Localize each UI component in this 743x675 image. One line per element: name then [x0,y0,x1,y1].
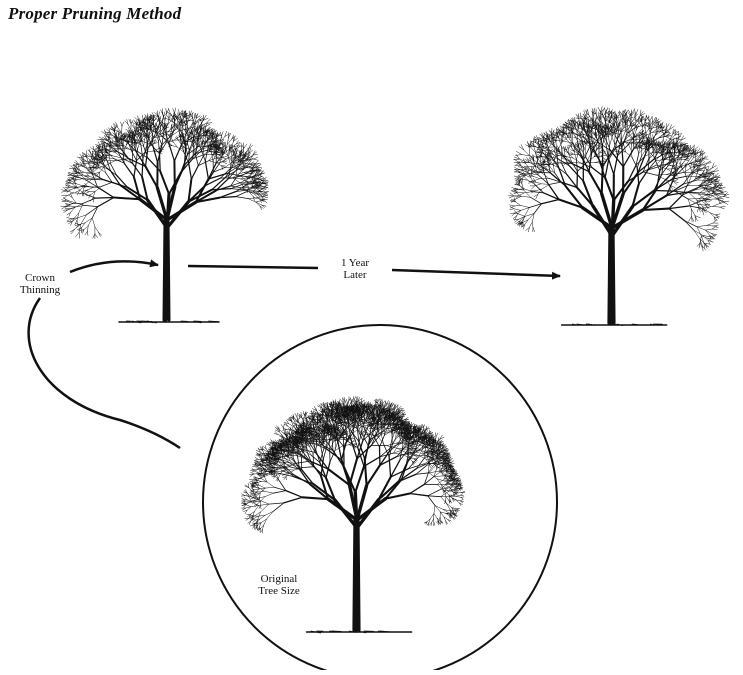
original-tree-size-label: Original Tree Size [250,573,308,597]
one-year-later-label: 1 Year Later [318,255,392,283]
crown-thinning-label: Crown Thinning [12,272,68,296]
original-size-line-2: Tree Size [250,585,308,597]
year-label-line-2: Later [318,269,392,281]
diagram-title: Proper Pruning Method [8,4,181,24]
crown-thinning-line-2: Thinning [12,284,68,296]
inset-connector-curve [29,298,180,448]
regrown-tree-illustration [508,107,729,326]
crown-thinning-line-1: Crown [12,272,68,284]
crown-thinning-arrow [70,261,158,272]
original-tree-illustration [241,397,464,634]
year-arrow [392,270,560,276]
year-arrow-left-segment [188,266,318,268]
original-size-line-1: Original [250,573,308,585]
thinned-tree-illustration [61,108,269,323]
year-label-line-1: 1 Year [318,257,392,269]
